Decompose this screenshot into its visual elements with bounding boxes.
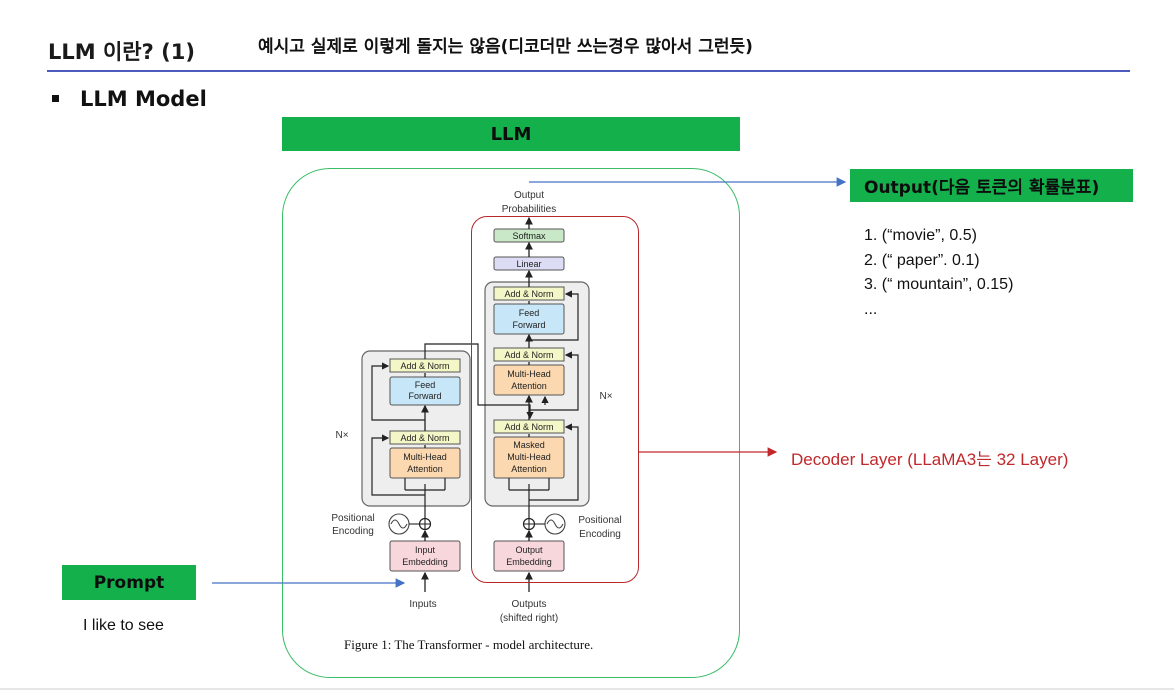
decoder-nx-label: N×	[599, 391, 612, 402]
decoder-add-norm-1-label: Add & Norm	[504, 422, 553, 432]
decoder-mha-label-2: Attention	[511, 381, 547, 391]
encoder-positional-label-2: Encoding	[332, 526, 374, 537]
decoder-positional-label-2: Encoding	[579, 529, 621, 540]
encoder-ff-label-1: Feed	[415, 380, 436, 390]
llm-label: LLM	[490, 123, 532, 145]
input-embedding-label-1: Input	[415, 545, 436, 555]
bullet-marker	[52, 95, 59, 102]
prompt-label-box: Prompt	[62, 565, 196, 600]
output-item: ...	[864, 300, 878, 318]
encoder-add-norm-1-label: Add & Norm	[400, 433, 449, 443]
prompt-text: I like to see	[83, 617, 164, 634]
encoder-ff-label-2: Forward	[408, 391, 441, 401]
output-embedding-label-2: Embedding	[506, 557, 552, 567]
linear-label: Linear	[516, 259, 541, 269]
encoder-add-norm-2-label: Add & Norm	[400, 361, 449, 371]
decoder-ff-label-1: Feed	[519, 308, 540, 318]
encoder-stack	[361, 350, 471, 507]
decoder-ff-label-2: Forward	[512, 320, 545, 330]
decoder-add-norm-3-label: Add & Norm	[504, 289, 553, 299]
output-probabilities-label-1: Output	[514, 190, 544, 201]
output-embedding-label-1: Output	[515, 545, 543, 555]
output-item: 2. (“ paper”. 0.1)	[864, 251, 980, 269]
output-item: 1. (“movie”, 0.5)	[864, 227, 977, 244]
output-label: Output(다음 토큰의 확률분표)	[864, 178, 1100, 198]
decoder-positional-label-1: Positional	[578, 515, 621, 526]
decoder-layer-label: Decoder Layer (LLaMA3는 32 Layer)	[791, 450, 1069, 469]
slide-note: 예시고 실제로 이렇게 돌지는 않음(디코더만 쓰는경우 많아서 그런듯)	[258, 37, 753, 57]
encoder-positional-label-1: Positional	[331, 513, 374, 524]
bullet-heading: LLM Model	[80, 87, 207, 111]
prompt-label: Prompt	[93, 572, 165, 593]
input-embedding-label-2: Embedding	[402, 557, 448, 567]
output-probability-list: 1. (“movie”, 0.5) 2. (“ paper”. 0.1) 3. …	[864, 224, 1013, 322]
decoder-masked-label-3: Attention	[511, 464, 547, 474]
encoder-mha-label-1: Multi-Head	[403, 452, 447, 462]
llm-label-box: LLM	[282, 117, 740, 151]
inputs-label: Inputs	[409, 599, 436, 610]
slide-title: LLM 이란? (1)	[48, 40, 195, 64]
llm-frame	[282, 168, 740, 678]
output-probabilities-label-2: Probabilities	[502, 204, 556, 215]
outputs-label-2: (shifted right)	[500, 613, 558, 624]
bottom-border	[0, 688, 1174, 690]
decoder-masked-label-2: Multi-Head	[507, 452, 551, 462]
output-label-box: Output(다음 토큰의 확률분표)	[850, 169, 1133, 202]
title-divider	[47, 70, 1130, 72]
outputs-label-1: Outputs	[511, 599, 546, 610]
decoder-highlight-frame	[471, 216, 639, 583]
decoder-mha-label-1: Multi-Head	[507, 369, 551, 379]
figure-caption: Figure 1: The Transformer - model archit…	[344, 637, 594, 652]
encoder-mha-label-2: Attention	[407, 464, 443, 474]
softmax-label: Softmax	[512, 231, 546, 241]
encoder-nx-label: N×	[335, 430, 348, 441]
decoder-masked-label-1: Masked	[513, 440, 545, 450]
output-item: 3. (“ mountain”, 0.15)	[864, 276, 1014, 293]
decoder-add-norm-2-label: Add & Norm	[504, 350, 553, 360]
